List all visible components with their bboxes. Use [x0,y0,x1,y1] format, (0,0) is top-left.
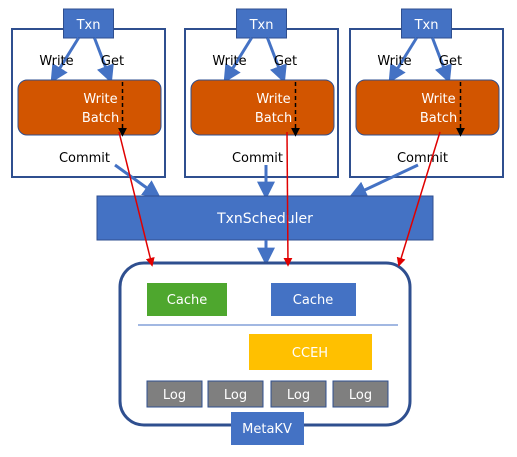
commit-arrow-3 [348,163,419,199]
txn-label: Txn [414,18,439,33]
write-label: Write [212,54,246,69]
commit-label: Commit [59,151,110,166]
commit-label: Commit [232,151,283,166]
log-box-2 [207,380,264,408]
write-batch-line2: Batch [255,111,292,126]
cceh-box [249,334,372,370]
txn-label: Txn [76,18,101,33]
log-box-1 [146,380,203,408]
cceh-label: CCEH [292,346,328,361]
log-label-4: Log [349,388,372,403]
log-label-2: Log [224,388,247,403]
cache-right-label: Cache [293,293,333,308]
metakv-label-box [231,412,304,445]
cache-left-box [147,283,227,316]
txn-box [63,8,114,39]
write-batch-box [17,79,162,136]
cache-left-label: Cache [167,293,207,308]
write-label: Write [39,54,73,69]
commit-label: Commit [397,151,448,166]
write-arrow [388,37,418,84]
write-batch-line1: Write [421,92,455,107]
log-label-3: Log [287,388,310,403]
txn-scheduler-label: TxnScheduler [216,211,313,227]
cache-right-box [271,283,356,316]
txn-scheduler-box [96,195,434,241]
metakv-label: MetaKV [242,422,292,437]
get-arrow [93,37,114,84]
log-box-3 [270,380,327,408]
txn-box [236,8,287,39]
write-label: Write [377,54,411,69]
log-box-4 [332,380,389,408]
get-path-arrow-3 [396,131,441,267]
write-batch-line1: Write [83,92,117,107]
log-label-1: Log [163,388,186,403]
write-batch-box [190,79,335,136]
write-batch-line2: Batch [82,111,119,126]
get-path-arrow-2 [283,131,293,267]
write-batch-box [355,79,500,136]
txn-box [401,8,452,39]
get-label: Get [439,54,462,69]
get-label: Get [274,54,297,69]
txn-label: Txn [249,18,274,33]
write-arrow [50,37,80,84]
write-batch-line1: Write [256,92,290,107]
get-path-arrow-1 [118,131,155,267]
write-batch-line2: Batch [420,111,457,126]
write-arrow [223,37,253,84]
get-arrow [431,37,452,84]
get-arrow [266,37,287,84]
get-label: Get [101,54,124,69]
commit-arrow-1 [114,163,161,199]
